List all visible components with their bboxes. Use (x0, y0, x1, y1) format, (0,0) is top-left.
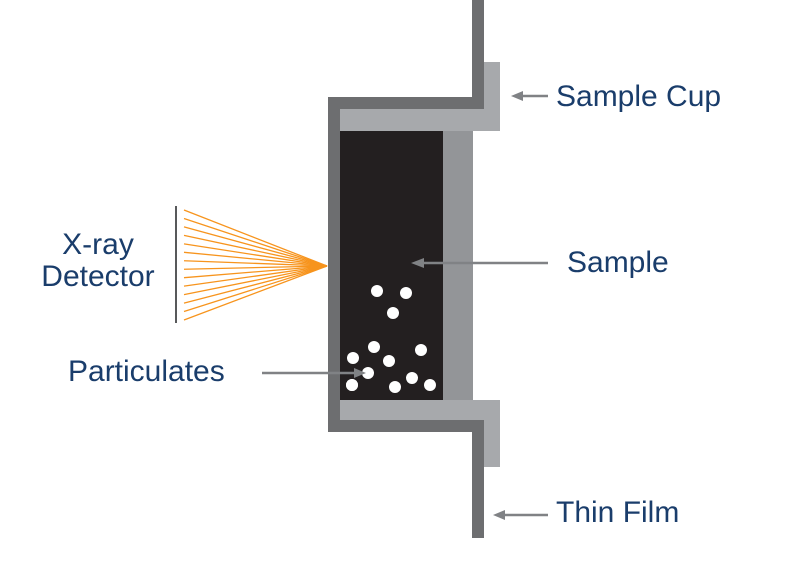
xray-ray (183, 265, 328, 279)
cup-top-rim (484, 62, 500, 131)
xray-ray (183, 265, 328, 321)
particulate (406, 372, 418, 384)
label-sample-cup: Sample Cup (556, 80, 721, 113)
xray-ray (183, 234, 328, 267)
label-sample: Sample (567, 246, 669, 279)
label-thin-film: Thin Film (556, 496, 679, 529)
particulate (371, 285, 383, 297)
particulate (383, 355, 395, 367)
cup-bottom-flange (340, 400, 500, 421)
arrow-sample (411, 258, 548, 268)
particulate (346, 379, 358, 391)
label-xray-line1: X-ray (62, 228, 134, 261)
xray-ray (183, 265, 328, 287)
particulate (347, 352, 359, 364)
particulate (400, 287, 412, 299)
xray-ray (183, 265, 328, 313)
xray-ray (183, 217, 328, 267)
xray-ray (183, 251, 328, 267)
xray-ray (183, 243, 328, 267)
particulate (415, 344, 427, 356)
particulate (362, 367, 374, 379)
xray-ray (183, 209, 328, 267)
cup-inner-wall (443, 131, 473, 400)
arrow-particulates (262, 368, 366, 378)
xray-ray (183, 226, 328, 267)
cup-bottom-rim (484, 400, 500, 467)
particulate (389, 381, 401, 393)
arrow-sample-cup (511, 91, 548, 101)
label-xray-line2: Detector (41, 260, 154, 293)
particulate (424, 379, 436, 391)
arrow-thin-film (493, 510, 548, 520)
xray-ray (183, 265, 328, 296)
particulate (387, 307, 399, 319)
sample-cup (340, 62, 500, 467)
thin-film (328, 0, 484, 538)
xray-ray (183, 265, 328, 270)
xray-ray (183, 260, 328, 267)
label-particulates: Particulates (68, 355, 225, 388)
xray-beam (183, 209, 328, 321)
xray-ray (183, 265, 328, 304)
particulates (346, 285, 436, 393)
particulate (368, 341, 380, 353)
cup-top-flange (340, 109, 500, 131)
